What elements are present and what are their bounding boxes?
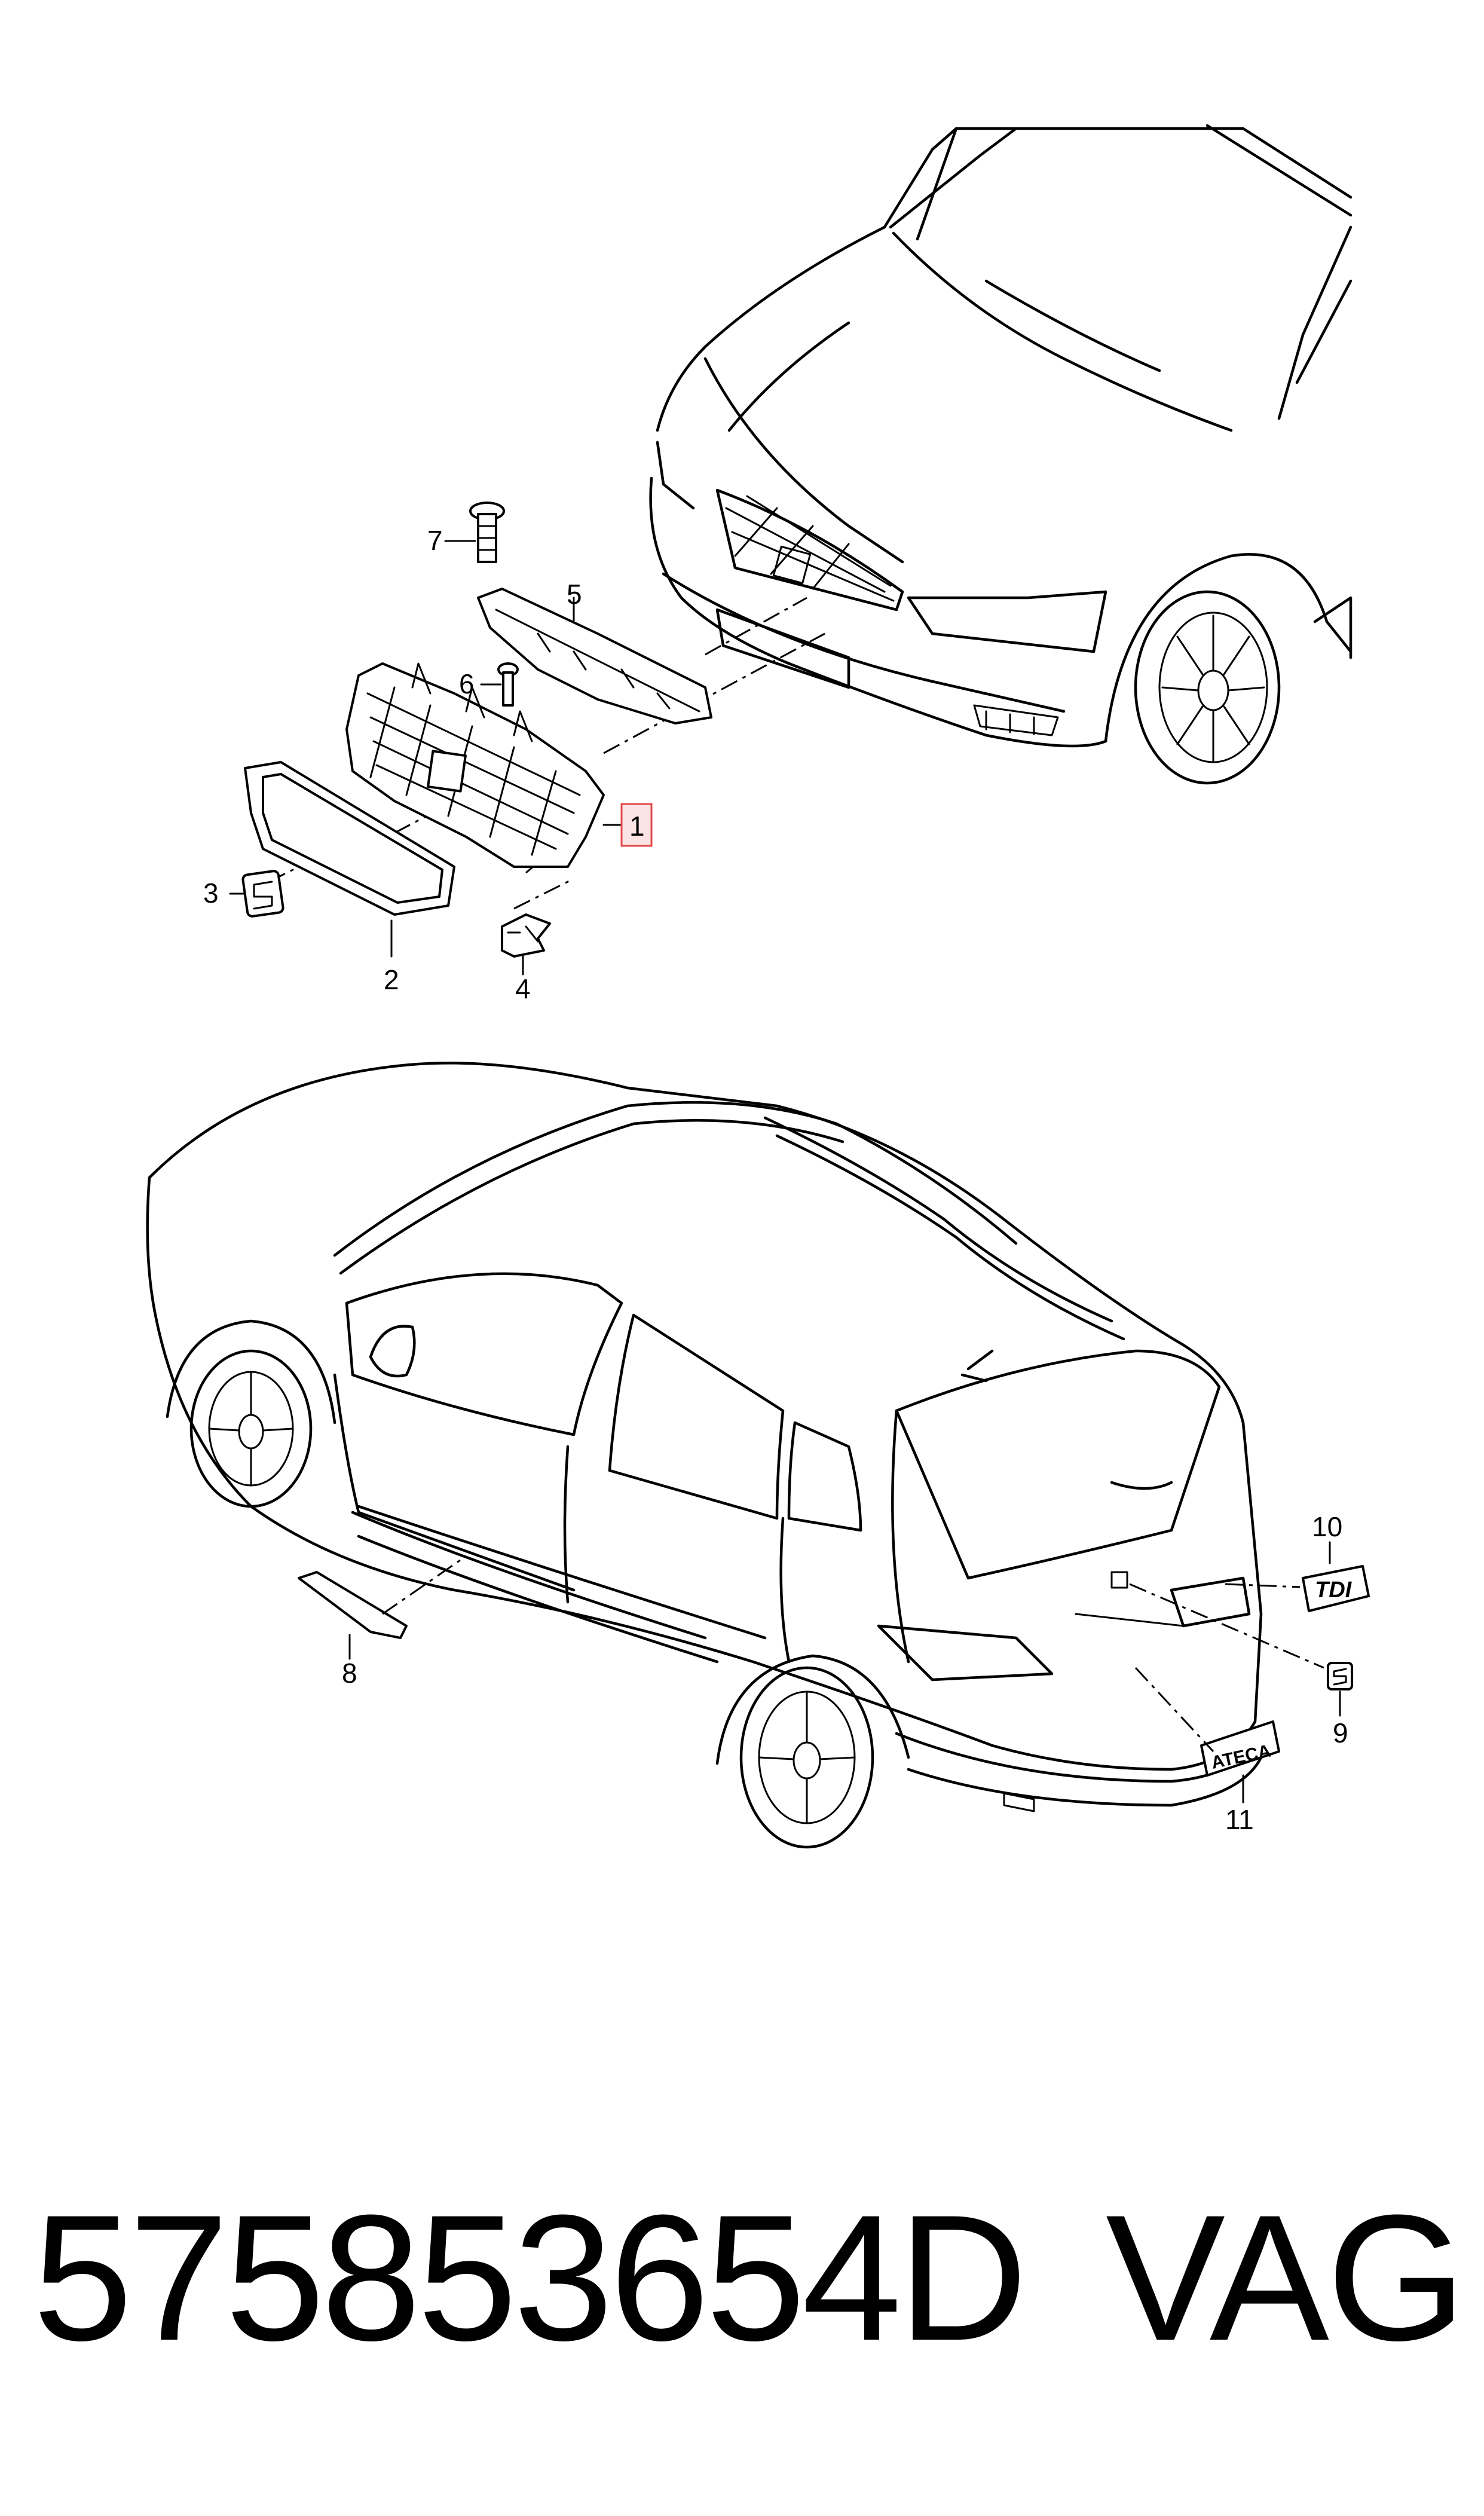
sill-strip-part — [298, 1571, 408, 1639]
callout-6: 6 — [459, 668, 475, 699]
callout-7: 7 — [427, 525, 443, 556]
highlighted-callout-box — [620, 803, 653, 847]
callout-10: 10 — [1312, 1511, 1342, 1542]
rear-seat-emblem-part — [1327, 1662, 1353, 1690]
callout-4: 4 — [515, 973, 531, 1004]
grille-exploded-view — [229, 502, 825, 976]
parts-diagram: TDI ATECA 1 2 3 4 5 6 7 8 9 10 11 — [146, 124, 1370, 1849]
radiator-grille-part — [345, 662, 605, 868]
clip-part — [469, 502, 505, 563]
callout-11: 11 — [1225, 1804, 1254, 1835]
upper-carrier-part — [477, 588, 712, 724]
callout-9: 9 — [1333, 1717, 1348, 1748]
callout-2: 2 — [384, 964, 399, 995]
tdi-badge-text: TDI — [1315, 1578, 1353, 1603]
callout-3: 3 — [203, 878, 219, 909]
screw-part — [497, 662, 519, 707]
ateca-badge-part: ATECA — [1200, 1720, 1280, 1777]
brand-name: VAG — [1106, 2177, 1466, 2378]
callout-5: 5 — [567, 579, 582, 610]
grille-frame-part — [244, 761, 455, 916]
callout-8: 8 — [342, 1658, 357, 1689]
callout-1: 1 — [629, 811, 645, 842]
rear-parts: TDI ATECA — [298, 1541, 1370, 1803]
part-number: 575853654D — [33, 2177, 1027, 2378]
fr-badge-part — [501, 913, 551, 958]
callout-labels: 1 2 3 4 5 6 7 8 9 10 11 — [203, 525, 1348, 1835]
rear-vehicle-illustration — [146, 1062, 1263, 1849]
tdi-badge-part: TDI — [1302, 1565, 1370, 1612]
seat-emblem-part — [241, 870, 284, 918]
front-vehicle-illustration — [649, 124, 1353, 785]
